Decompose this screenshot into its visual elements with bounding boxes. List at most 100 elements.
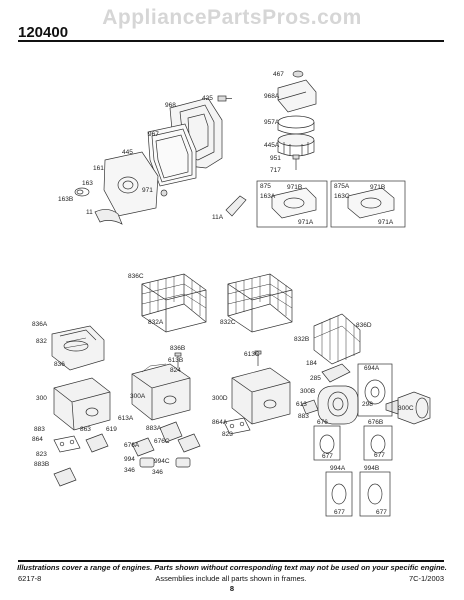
callout-875A: 875A	[334, 183, 350, 190]
callout-445: 445	[122, 149, 133, 156]
seal-163[interactable]	[74, 187, 90, 197]
bolt-613B[interactable]	[174, 352, 182, 368]
muffler-300B[interactable]	[317, 385, 359, 425]
callout-836A: 836A	[32, 321, 48, 328]
breather-tube[interactable]	[94, 209, 123, 225]
callout-676B: 676B	[368, 419, 383, 426]
guard-184[interactable]	[321, 363, 351, 383]
callout-676C: 676C	[154, 438, 170, 445]
deflector-676A[interactable]	[131, 437, 155, 457]
screen-994[interactable]	[139, 457, 155, 468]
cage-832A[interactable]	[141, 273, 207, 333]
gasket-864[interactable]	[53, 435, 81, 453]
callout-994A: 994A	[330, 465, 346, 472]
callout-864: 864	[32, 436, 43, 443]
frame-875A[interactable]	[330, 180, 406, 228]
callout-300B: 300B	[300, 388, 315, 395]
frame-994A[interactable]	[325, 471, 353, 517]
callout-971: 971	[142, 187, 153, 194]
screw-951[interactable]	[292, 154, 300, 170]
deflector-883[interactable]	[85, 433, 109, 453]
callout-163C: 163C	[334, 193, 350, 200]
callout-298: 298	[362, 401, 373, 408]
callout-300A: 300A	[130, 393, 146, 400]
muffler-300D[interactable]	[231, 367, 291, 425]
callout-11A: 11A	[212, 214, 224, 221]
callout-823-2: 823	[36, 451, 47, 458]
frame-676[interactable]	[313, 425, 341, 461]
callout-971B-2: 971B	[370, 184, 385, 191]
callout-300D: 300D	[212, 395, 228, 402]
cover-968A[interactable]	[277, 79, 317, 113]
air-filter-element[interactable]	[147, 123, 197, 187]
callout-346: 346	[124, 467, 135, 474]
callout-677-4: 677	[376, 509, 387, 516]
callout-619: 619	[106, 426, 117, 433]
footer-disclaimer: Illustrations cover a range of engines. …	[17, 563, 447, 572]
callout-677: 677	[322, 453, 333, 460]
shroud-832[interactable]	[51, 325, 105, 371]
callout-971A: 971A	[298, 219, 314, 226]
muffler-300A[interactable]	[131, 363, 191, 421]
callout-676A: 676A	[124, 442, 140, 449]
deflector-883-right[interactable]	[301, 399, 319, 415]
footer-code-left: 6217-8	[18, 574, 42, 583]
muffler-300[interactable]	[53, 377, 111, 431]
footer-note: Assemblies include all parts shown in fr…	[155, 574, 307, 583]
callout-967: 967	[148, 131, 159, 138]
deflector-883A[interactable]	[159, 421, 183, 443]
screen-994C[interactable]	[175, 457, 191, 468]
callout-11: 11	[86, 209, 93, 216]
bolt-613C[interactable]	[254, 350, 262, 366]
callout-883-right: 883	[298, 413, 309, 420]
precleaner-957A[interactable]	[277, 115, 315, 135]
callout-883A: 883A	[146, 425, 162, 432]
model-number: 120400	[18, 24, 69, 41]
muffler-300C[interactable]	[385, 391, 431, 425]
callout-968A: 968A	[264, 93, 280, 100]
footer-code-right: 7C-1/2003	[408, 574, 444, 583]
callout-832A: 832A	[148, 319, 164, 326]
callout-836C: 836C	[128, 273, 144, 280]
callout-883B: 883B	[34, 461, 49, 468]
callout-184: 184	[306, 360, 317, 367]
frame-875[interactable]	[256, 180, 328, 228]
page-number: 8	[229, 584, 235, 593]
frame-994B[interactable]	[359, 471, 391, 517]
callout-163B: 163B	[58, 196, 73, 203]
nut-971[interactable]	[160, 189, 168, 197]
cage-832C[interactable]	[227, 273, 293, 333]
callout-300C: 300C	[398, 405, 414, 412]
callout-883: 883	[34, 426, 45, 433]
callout-labels: 467 968A 425 968 957A 967 445A 445 951 7…	[32, 71, 414, 516]
callout-677-3: 677	[334, 509, 345, 516]
air-cleaner-base[interactable]	[103, 151, 159, 217]
callout-613C: 613C	[244, 351, 260, 358]
callout-163: 163	[82, 180, 93, 187]
frame-694A[interactable]	[357, 363, 393, 417]
callout-864A: 864A	[212, 419, 228, 426]
deflector-883B[interactable]	[53, 467, 77, 487]
callout-994: 994	[124, 456, 135, 463]
callout-863: 863	[80, 426, 91, 433]
callout-285: 285	[310, 375, 321, 382]
callout-445A: 445A	[264, 142, 280, 149]
screw-425[interactable]	[217, 95, 232, 102]
callout-994B: 994B	[364, 465, 379, 472]
gasket-864A[interactable]	[223, 417, 251, 435]
callout-425: 425	[202, 95, 213, 102]
callout-613A: 613A	[118, 415, 134, 422]
cage-832B[interactable]	[313, 313, 361, 365]
watermark: AppliancePartsPros.com	[102, 6, 362, 29]
frame-676B[interactable]	[363, 425, 393, 461]
callout-161: 161	[93, 165, 104, 172]
tube-11A[interactable]	[225, 195, 247, 217]
cartridge-445A[interactable]	[277, 133, 315, 157]
callout-300: 300	[36, 395, 47, 402]
callout-951: 951	[270, 155, 281, 162]
callout-836: 836	[54, 361, 65, 368]
deflector-676C[interactable]	[177, 433, 201, 453]
footer-rule	[18, 560, 444, 562]
callout-875: 875	[260, 183, 271, 190]
knob-467[interactable]	[292, 70, 304, 78]
